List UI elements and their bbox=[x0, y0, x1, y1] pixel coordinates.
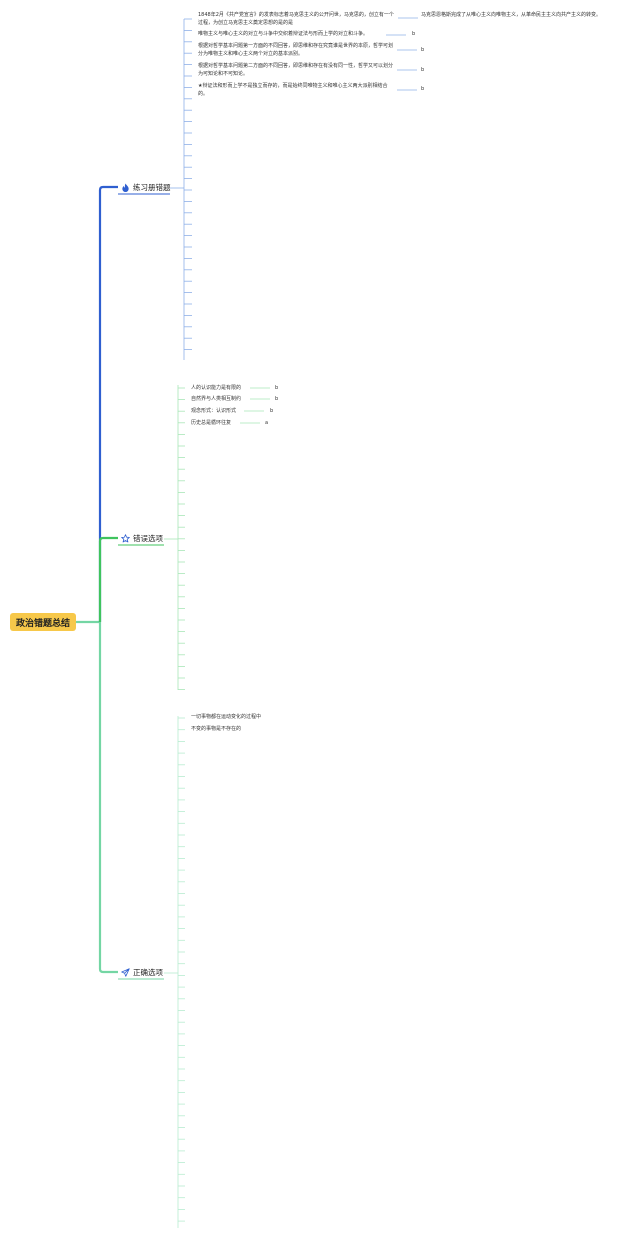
branch-node-wrong-options[interactable]: 错误选项 bbox=[121, 533, 163, 544]
branch-label: 练习册错题 bbox=[133, 183, 171, 192]
branch-node-practice-errors[interactable]: 练习册错题 bbox=[121, 182, 171, 193]
root-node[interactable]: 政治错题总结 bbox=[10, 613, 76, 631]
branch-3-connector bbox=[98, 622, 118, 974]
answer-node[interactable]: 马克思恩格斯完成了从唯心主义向唯物主义，从革命民主主义向共产主义的转变。 bbox=[421, 12, 602, 18]
correct-option-node[interactable]: 不变的事物是不存在的 bbox=[191, 726, 242, 732]
question-node[interactable]: 1848年2月《共产党宣言》的发表标志着马克思主义的公开问世，马克思的，创立有一… bbox=[198, 12, 394, 26]
send-icon bbox=[121, 968, 130, 977]
correct-option-node[interactable]: 一切事物都在运动变化的过程中 bbox=[191, 714, 262, 720]
branch-label: 错误选项 bbox=[133, 534, 163, 543]
question-node[interactable]: ★辩证法和形而上学不是独立而存的，而是始终同唯物主义和唯心主义两大派别相结合的。 bbox=[198, 83, 388, 97]
star-icon bbox=[121, 534, 130, 543]
question-node[interactable]: 根据对哲学基本问题第二方面的不同回答，即思维和存在有没有同一性，哲学又可以划分为… bbox=[198, 63, 394, 77]
fire-icon bbox=[121, 183, 130, 192]
answer-node[interactable]: b bbox=[270, 408, 274, 414]
answer-node[interactable]: b bbox=[421, 86, 425, 92]
question-node[interactable]: 唯物主义与唯心主义的对立与斗争中交织着辩证法与形而上学的对立和斗争。 bbox=[198, 31, 369, 37]
answer-node[interactable]: b bbox=[421, 67, 425, 73]
wrong-option-node[interactable]: 人的认识能力是有限的 bbox=[191, 385, 242, 391]
answer-node[interactable]: b bbox=[412, 31, 416, 37]
answer-node[interactable]: b bbox=[275, 385, 279, 391]
branch-2-connector bbox=[98, 536, 118, 622]
wrong-option-node[interactable]: 观念形式：认识形式 bbox=[191, 408, 237, 414]
question-node[interactable]: 根据对哲学基本问题第一方面的不同回答，即思维和存在究竟谁是世界的本原，哲学可划分… bbox=[198, 43, 394, 57]
branch-node-correct-options[interactable]: 正确选项 bbox=[121, 967, 163, 978]
answer-node[interactable]: a bbox=[265, 420, 269, 426]
answer-node[interactable]: b bbox=[275, 396, 279, 402]
wrong-option-node[interactable]: 自然界与人类相互制约 bbox=[191, 396, 242, 402]
branch-label: 正确选项 bbox=[133, 968, 163, 977]
answer-node[interactable]: b bbox=[421, 47, 425, 53]
wrong-option-node[interactable]: 历史总是循环往复 bbox=[191, 420, 232, 426]
branch-1-connector bbox=[98, 185, 118, 622]
